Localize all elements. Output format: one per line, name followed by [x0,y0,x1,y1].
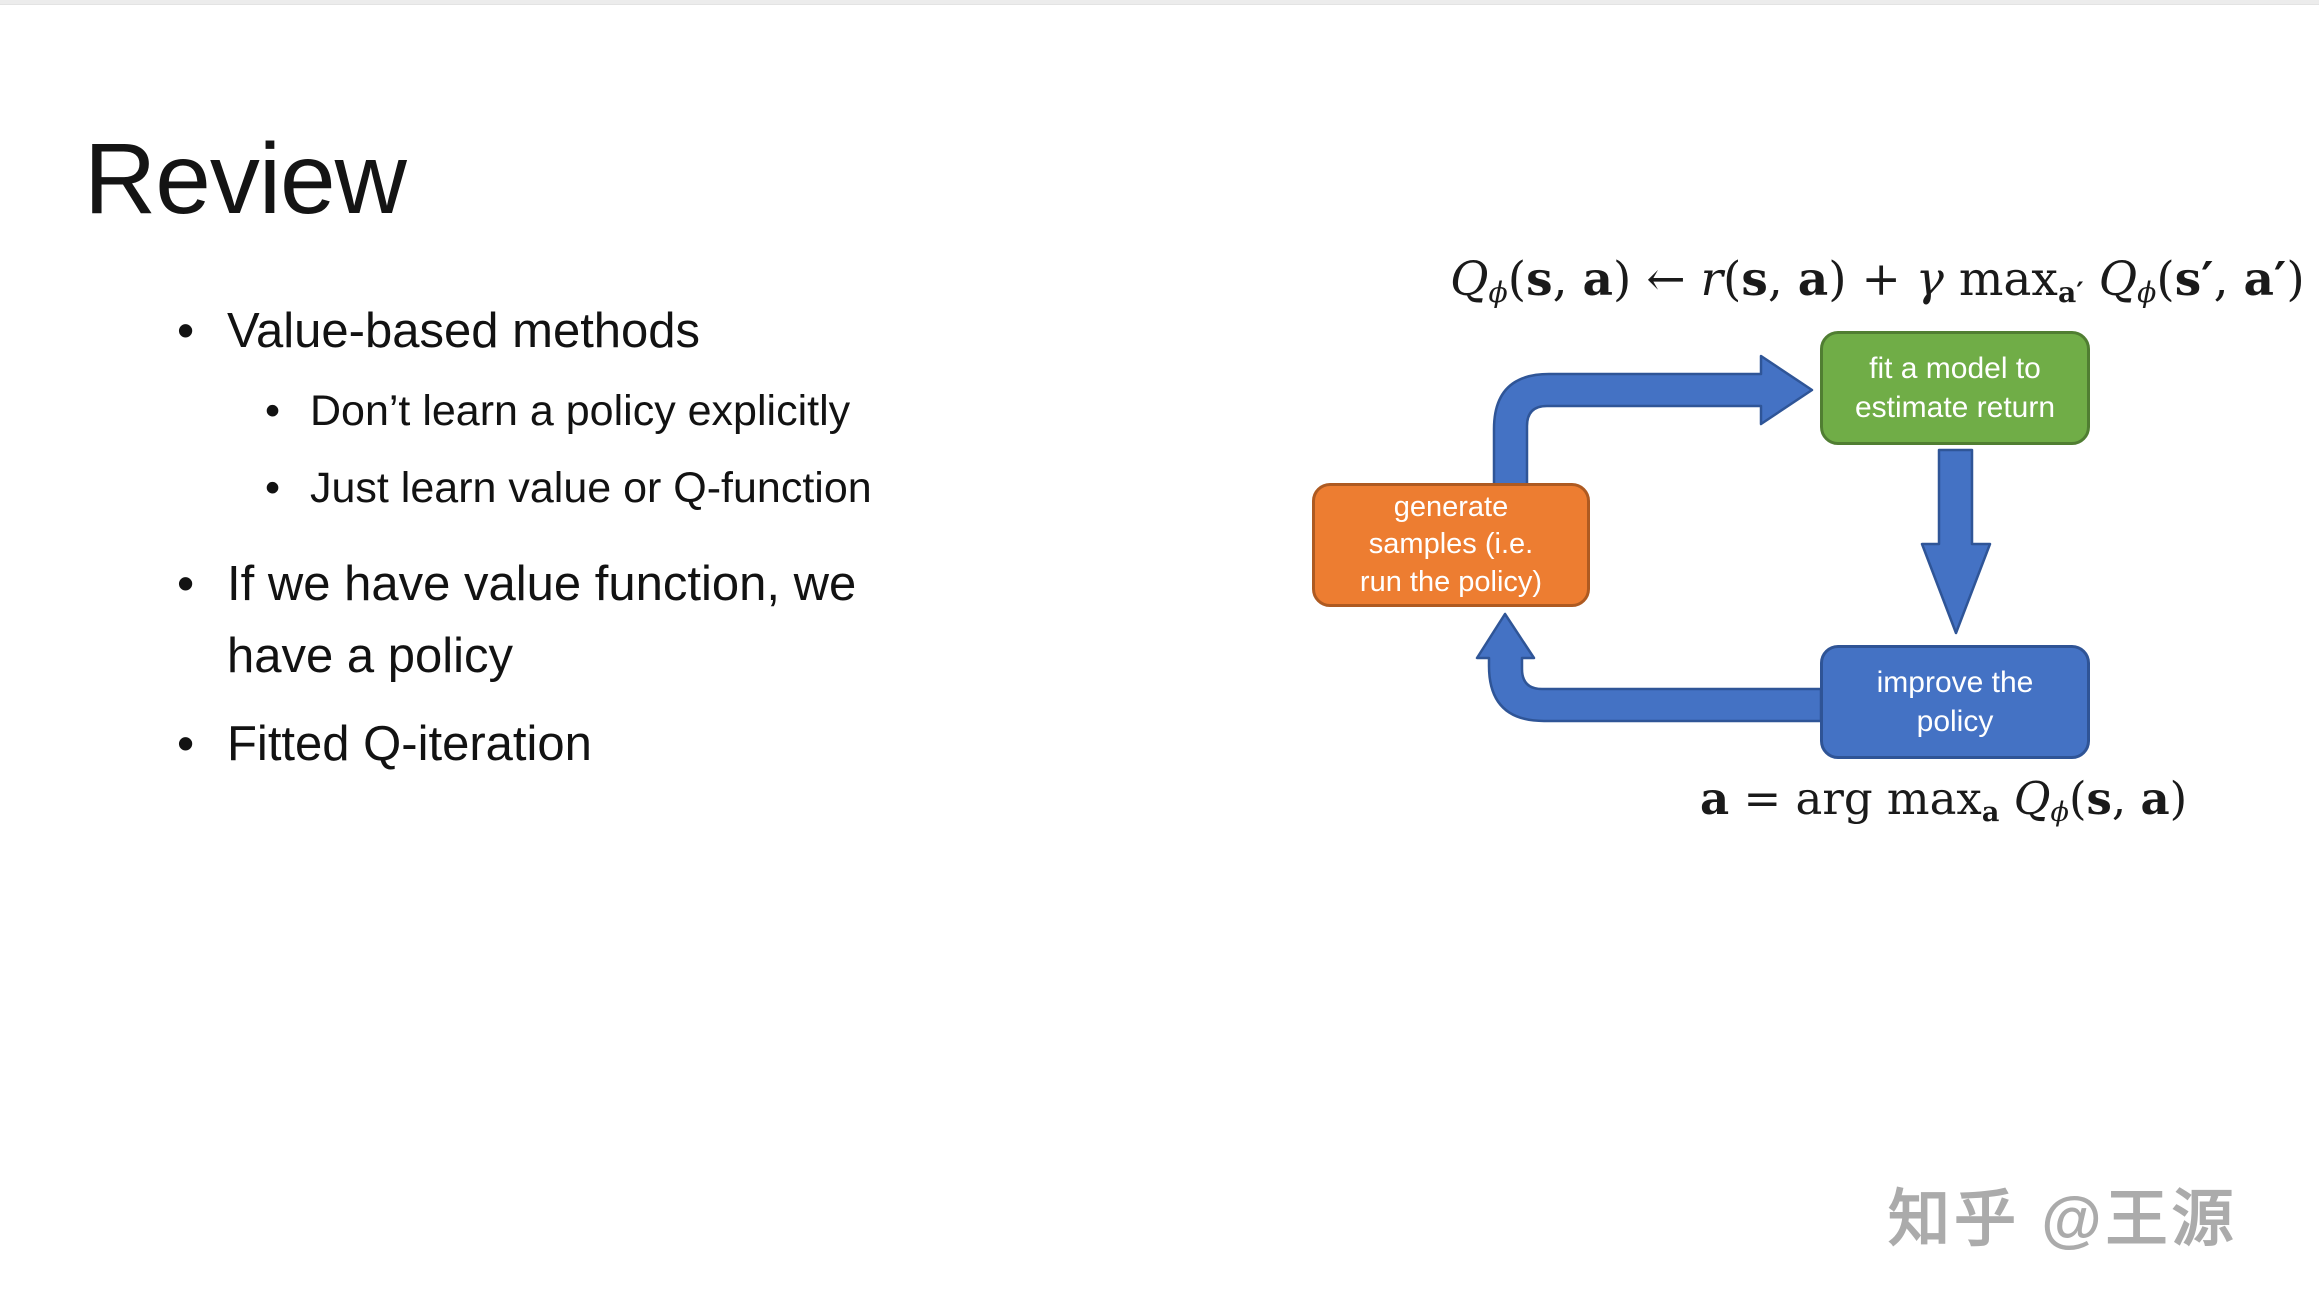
arrow-generate-to-fit [1492,354,1814,488]
generate-samples-label: generate samples (i.e. run the policy) [1359,491,1543,598]
bullet-text: Just learn value or Q-function [310,464,872,512]
bullet-value-based-methods: • Value-based methods [177,295,1077,367]
bullet-fitted-q-iteration: • Fitted Q-iteration [177,708,1077,780]
bullet-text: Value-based methods [227,304,701,358]
rl-loop-diagram-arrows [1475,354,1992,723]
bullet-dot: • [265,387,281,435]
bullet-text: Don’t learn a policy explicitly [310,387,851,435]
improve-policy-label: improve the policy [1876,666,2034,738]
bullet-value-function-policy: • If we have value function, we have a p… [177,548,1037,692]
arrow-improve-to-generate [1475,612,1823,723]
top-edge-strip [0,0,2319,5]
arrow-fit-to-improve [1920,448,1992,635]
generate-samples-box: generate samples (i.e. run the policy) [1312,483,1590,607]
fit-model-box: fit a model to estimate return [1820,331,2090,445]
bullet-text: If we have value function, we have a pol… [227,557,857,684]
bullet-dot: • [177,717,195,771]
bellman-update-formula: Qϕ(s, a) ← r(s, a) + γ maxa′ Qϕ(s′, a′) [1450,252,2305,310]
bullet-dot: • [177,557,195,611]
argmax-policy-formula: a = arg maxa Qϕ(s, a) [1700,772,2188,828]
improve-policy-box: improve the policy [1820,645,2090,759]
zhihu-watermark: 知乎 @王源 [1888,1185,2238,1254]
bullet-dot: • [177,304,195,358]
bullet-dont-learn-policy: • Don’t learn a policy explicitly [265,385,1165,439]
bullet-text: Fitted Q-iteration [227,717,592,771]
bullet-just-learn-value: • Just learn value or Q-function [265,462,1165,516]
page-title: Review [84,123,407,235]
fit-model-label: fit a model to estimate return [1854,352,2056,424]
bullet-dot: • [265,464,281,512]
